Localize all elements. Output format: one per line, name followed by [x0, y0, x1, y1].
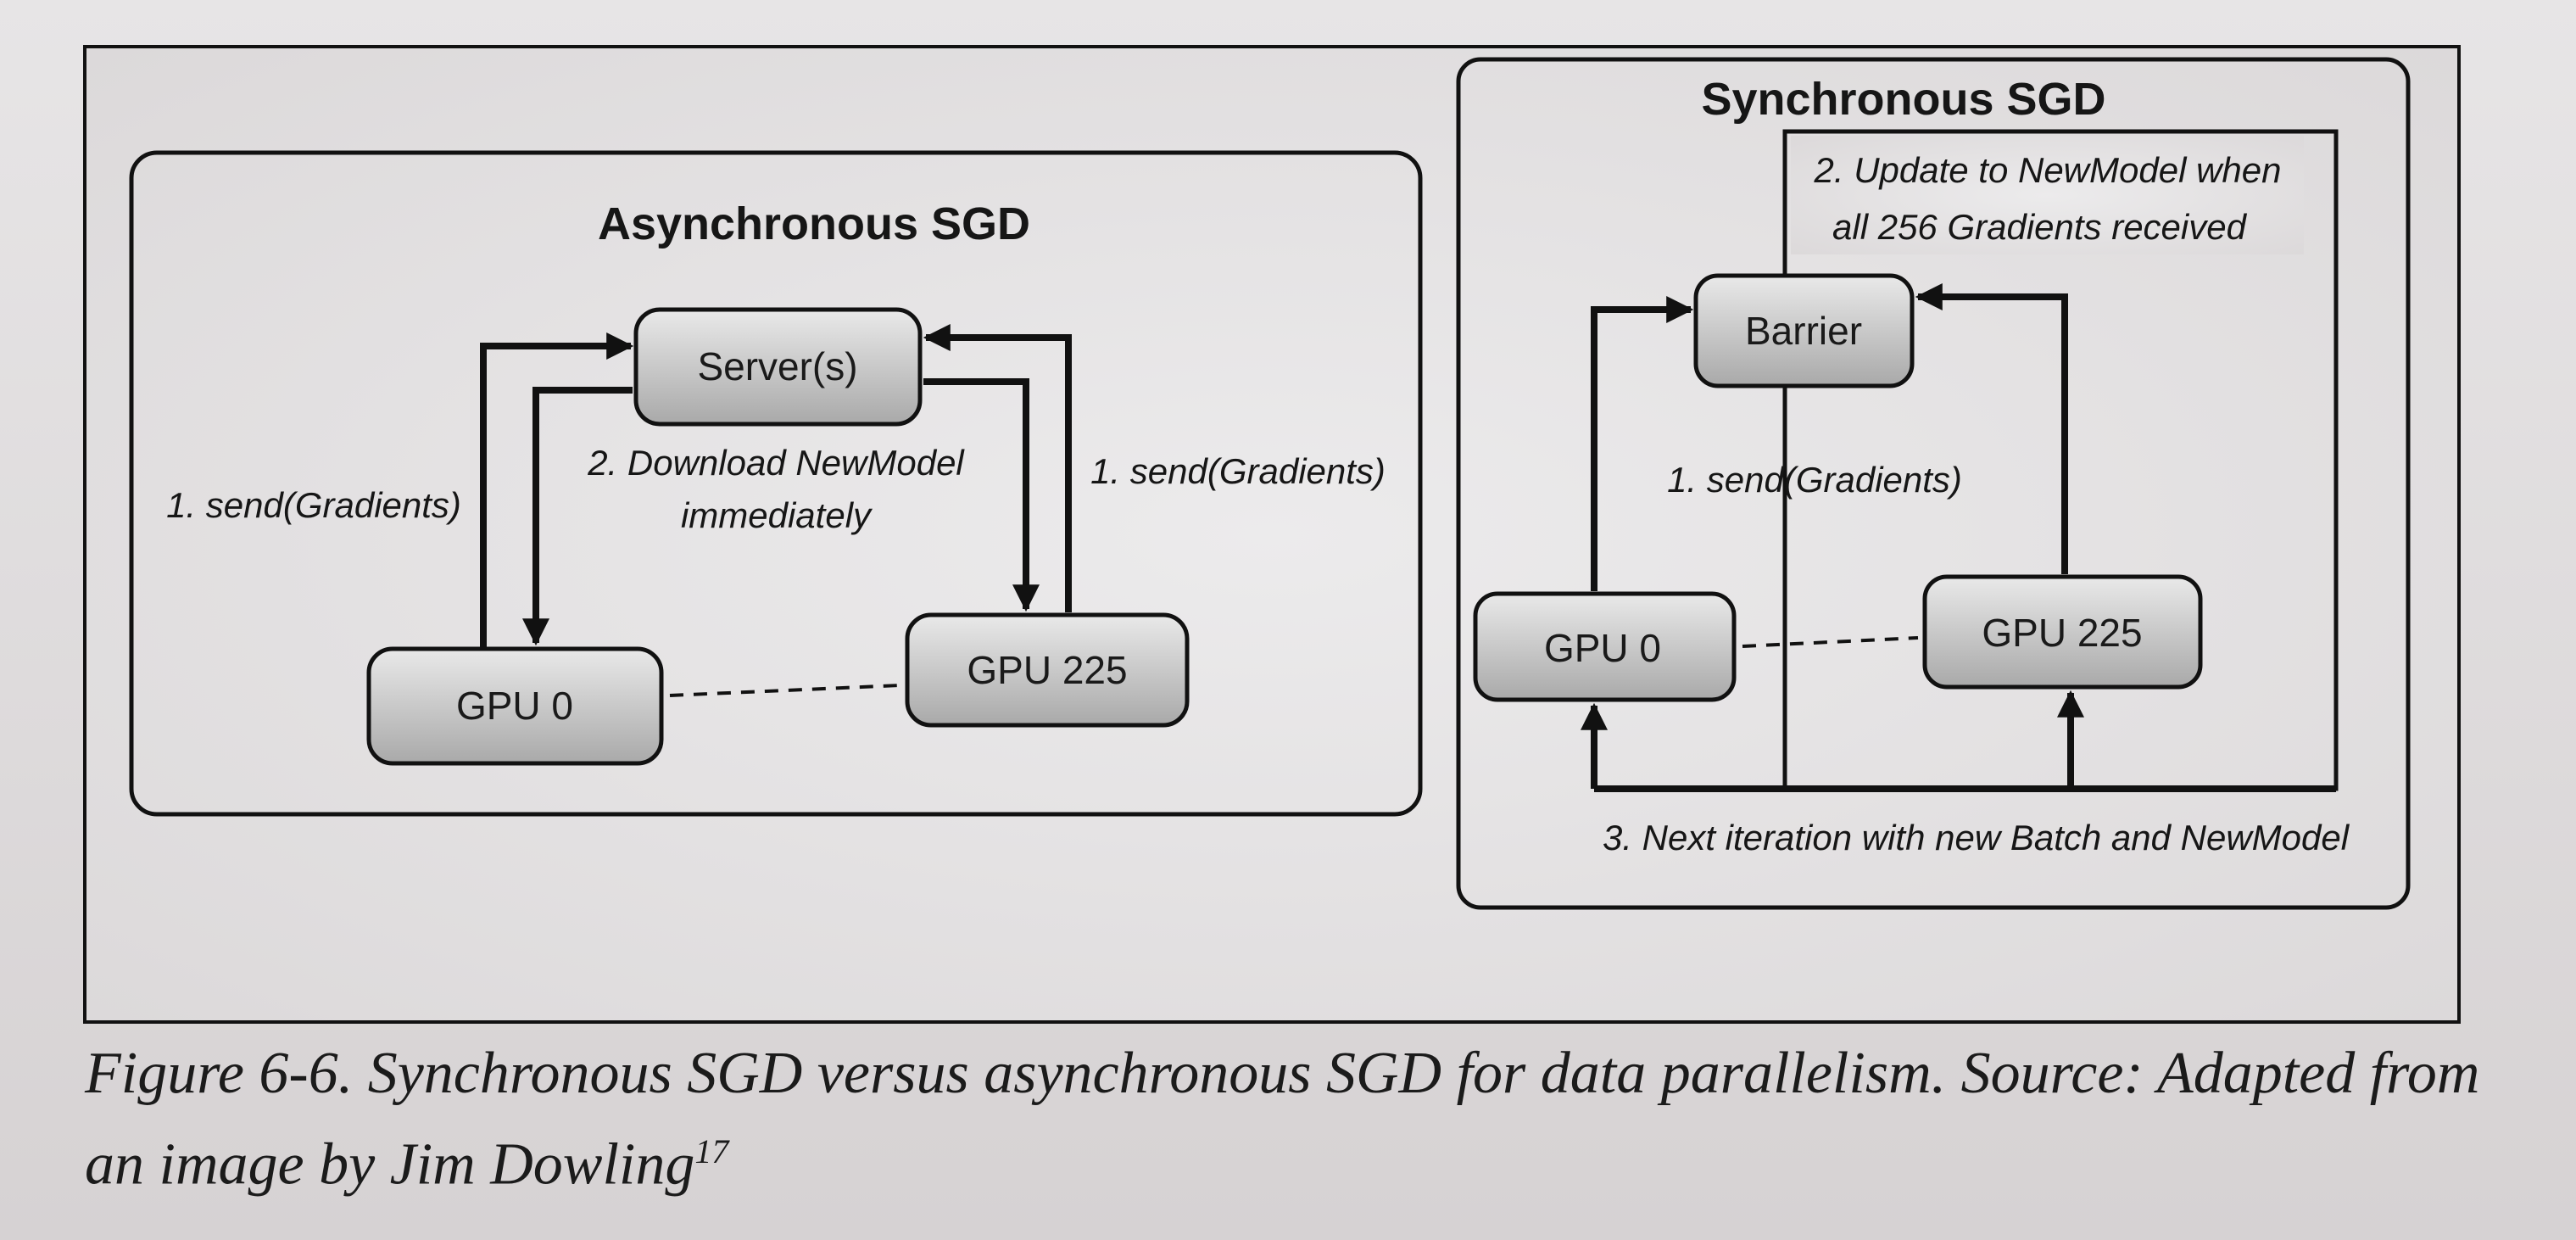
sync-gpu225-node: GPU 225 — [1922, 574, 2203, 690]
async-gpu0-label: GPU 0 — [456, 684, 573, 728]
async-download-arrow — [522, 387, 633, 646]
async-left-send-label: 1. send(Gradients) — [166, 485, 461, 525]
barrier-label: Barrier — [1745, 309, 1862, 353]
update-label-line1: 2. Update to NewModel when — [1814, 150, 2282, 190]
update-label-backing — [1791, 136, 2304, 254]
sync-left-send-arrow — [1591, 296, 1694, 591]
async-panel-frame — [129, 150, 1423, 817]
async-panel-title: Asynchronous SGD — [598, 198, 1030, 249]
figure-caption: Figure 6-6. Synchronous SGD versus async… — [85, 1035, 2527, 1204]
caption-text: Figure 6-6. Synchronous SGD versus async… — [85, 1041, 2480, 1198]
sync-gpu225-label: GPU 225 — [1982, 611, 2142, 655]
barrier-node: Barrier — [1693, 273, 1915, 388]
sync-sgd-panel: Synchronous SGD 2. Update to NewModel wh… — [1456, 57, 2411, 910]
sync-gpu0-node: GPU 0 — [1473, 591, 1737, 702]
update-label-line2: all 256 Gradients received — [1832, 207, 2248, 247]
sync-panel-title: Synchronous SGD — [1701, 74, 2105, 125]
async-sgd-panel: Asynchronous SGD Server(s) GPU 0 GPU 225… — [129, 150, 1423, 817]
async-download-label-line1: 2. Download NewModel — [587, 443, 965, 483]
footnote-ref: 17 — [694, 1132, 729, 1170]
async-right-send-label: 1. send(Gradients) — [1090, 451, 1386, 491]
async-left-send-arrow — [480, 332, 634, 647]
server-node: Server(s) — [633, 307, 923, 427]
sync-panel-frame — [1456, 57, 2411, 910]
async-gpu0-node: GPU 0 — [366, 646, 664, 766]
sync-send-label: 1. send(Gradients) — [1667, 460, 1962, 500]
async-gpu225-node: GPU 225 — [905, 612, 1190, 728]
async-download-right-arrow — [923, 378, 1040, 612]
next-iteration-label: 3. Next iteration with new Batch and New… — [1603, 818, 2350, 857]
async-gpu225-label: GPU 225 — [967, 648, 1127, 692]
server-label: Server(s) — [697, 344, 857, 388]
sync-right-send-arrow — [1915, 283, 2068, 574]
sync-gpu0-label: GPU 0 — [1544, 626, 1661, 670]
async-download-label-line2: immediately — [681, 495, 873, 535]
async-right-send-arrow — [923, 324, 1072, 612]
sync-gpu-dashed-link — [1742, 636, 1919, 648]
async-gpu-dashed-link — [669, 684, 901, 697]
